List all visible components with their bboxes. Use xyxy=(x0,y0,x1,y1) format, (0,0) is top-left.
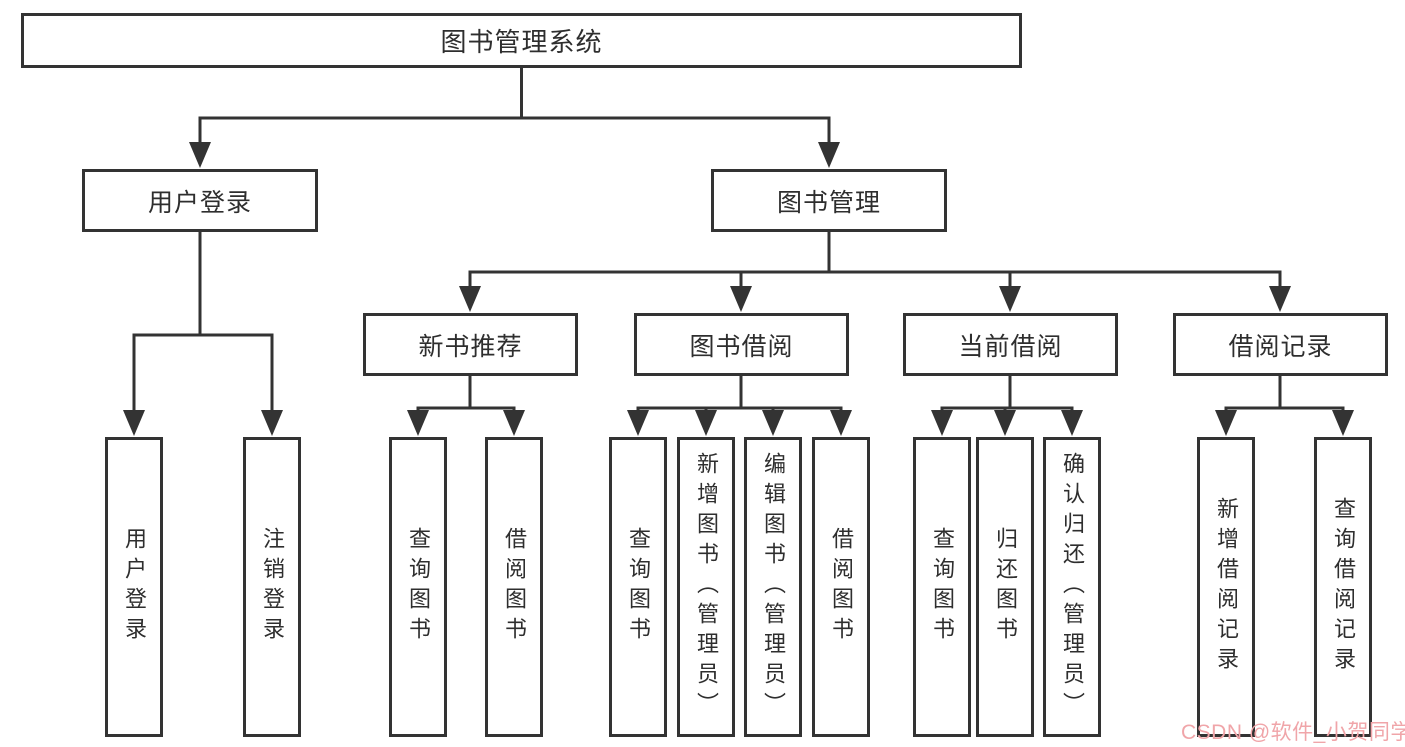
node-borrowing-records: 借阅记录 xyxy=(1173,313,1388,376)
csdn-watermark: CSDN @软件_小贺同学 xyxy=(1181,721,1405,744)
node-borrow-books-recommend: 借阅图书 xyxy=(485,437,543,737)
node-user-login-leaf: 用户登录 xyxy=(105,437,163,737)
node-query-books-current: 查询图书 xyxy=(913,437,971,737)
node-query-books-borrowing: 查询图书 xyxy=(609,437,667,737)
node-edit-books-admin: 编辑图书（管理员） xyxy=(744,437,802,737)
node-add-books-admin: 新增图书（管理员） xyxy=(677,437,735,737)
node-return-books: 归还图书 xyxy=(976,437,1034,737)
node-logout: 注销登录 xyxy=(243,437,301,737)
node-query-books-recommend: 查询图书 xyxy=(389,437,447,737)
node-book-borrowing: 图书借阅 xyxy=(634,313,849,376)
node-user-login: 用户登录 xyxy=(82,169,318,232)
node-book-management: 图书管理 xyxy=(711,169,947,232)
node-current-borrowing: 当前借阅 xyxy=(903,313,1118,376)
node-root: 图书管理系统 xyxy=(21,13,1022,68)
node-borrow-books-leaf: 借阅图书 xyxy=(812,437,870,737)
node-new-book-recommendation: 新书推荐 xyxy=(363,313,578,376)
node-confirm-return-admin: 确认归还（管理员） xyxy=(1043,437,1101,737)
node-query-borrow-record: 查询借阅记录 xyxy=(1314,437,1372,737)
node-add-borrow-record: 新增借阅记录 xyxy=(1197,437,1255,737)
